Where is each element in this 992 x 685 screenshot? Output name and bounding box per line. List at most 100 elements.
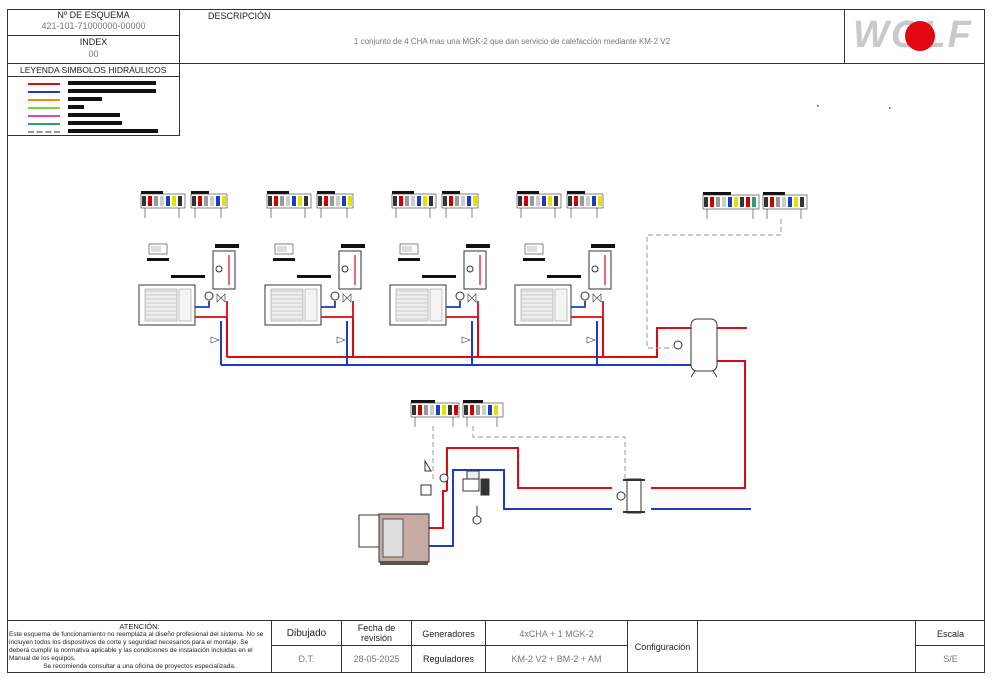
outdoor-unit-fan-grille xyxy=(270,288,304,322)
legend-swatch xyxy=(28,131,60,133)
panel-terminal xyxy=(704,197,708,207)
panel-terminal xyxy=(412,405,416,415)
panel-terminal xyxy=(318,196,322,206)
panel-terminal xyxy=(417,196,421,206)
outdoor-unit-panel xyxy=(304,288,318,322)
panel-terminal xyxy=(473,196,477,206)
panel-terminal xyxy=(470,405,474,415)
room-controller-display xyxy=(527,246,537,252)
heatpump-return-connector xyxy=(571,301,586,308)
legend-text-bar xyxy=(68,97,102,101)
panel-terminal xyxy=(710,197,714,207)
legend-swatch xyxy=(28,83,60,85)
regulators-value: KM-2 V2 + BM-2 + AM xyxy=(486,646,628,673)
panel-terminal xyxy=(274,196,278,206)
heatpump-label-bar xyxy=(422,275,456,278)
panel-terminal xyxy=(286,196,290,206)
hydraulic-diagram xyxy=(138,105,891,565)
scale-value: S/E xyxy=(943,654,958,664)
index-value: 00 xyxy=(88,49,99,59)
heatpump-flow-connector xyxy=(446,301,479,318)
panel-terminal xyxy=(172,196,176,206)
outdoor-unit-fan-grille xyxy=(395,288,429,322)
panel-terminal xyxy=(442,405,446,415)
panel-terminal xyxy=(764,197,768,207)
room-controller-label-bar xyxy=(398,258,420,261)
panel-terminal xyxy=(178,196,182,206)
panel-terminal xyxy=(148,196,152,206)
panel-terminal xyxy=(598,196,602,206)
valve-icon xyxy=(467,293,477,303)
panel-header-bar xyxy=(267,191,289,194)
legend-box: LEYENDA SIMBOLOS HIDRÁULICOS xyxy=(8,64,180,136)
panel-terminal xyxy=(482,405,486,415)
panel-terminal xyxy=(399,196,403,206)
panel-terminal xyxy=(298,196,302,206)
room-controller-label-bar xyxy=(147,258,169,261)
legend-swatch xyxy=(28,107,60,109)
revision-label: Fecha de revisión xyxy=(342,620,412,646)
panel-header-bar xyxy=(463,400,483,403)
heatpump-return-connector xyxy=(321,301,336,308)
panel-terminal xyxy=(166,196,170,206)
panel-terminal xyxy=(142,196,146,206)
configuration-label: Configuración xyxy=(628,620,698,673)
legend-row xyxy=(28,88,168,96)
legend-swatch xyxy=(28,91,60,93)
legend-row xyxy=(28,104,168,112)
outdoor-unit-panel xyxy=(429,288,443,322)
panel-terminal xyxy=(568,196,572,206)
panel-terminal xyxy=(734,197,738,207)
boiler-controller-panel xyxy=(410,400,460,427)
generators-label: Generadores xyxy=(412,620,486,646)
panel-terminal xyxy=(405,196,409,206)
hydro-module-label-bar xyxy=(591,244,615,248)
legend-swatch xyxy=(28,123,60,125)
pump-icon xyxy=(204,291,214,301)
room-controller-label-bar xyxy=(273,258,295,261)
index-cell: INDEX 00 xyxy=(8,36,180,64)
panel-header-bar xyxy=(317,191,335,194)
heatpump-flow-connector xyxy=(571,301,604,318)
heatpump-unit xyxy=(264,243,365,326)
panel-terminal xyxy=(449,196,453,206)
panel-terminal xyxy=(330,196,334,206)
heatpump-controller-panel xyxy=(516,191,562,218)
panel-terminal xyxy=(268,196,272,206)
panel-terminal xyxy=(580,196,584,206)
panel-header-bar xyxy=(392,191,414,194)
panel-terminal xyxy=(336,196,340,206)
panel-terminal xyxy=(443,196,447,206)
panel-terminal xyxy=(436,405,440,415)
hydro-module-gauge xyxy=(341,265,349,273)
footer-attention-cell: ATENCIÓN: Este esquema de funcionamiento… xyxy=(8,620,272,673)
panel-header-bar xyxy=(567,191,585,194)
panel-terminal xyxy=(716,197,720,207)
panel-terminal xyxy=(770,197,774,207)
panel-terminal xyxy=(722,197,726,207)
panel-terminal xyxy=(348,196,352,206)
check-valve-icon xyxy=(461,336,471,344)
panel-terminal xyxy=(304,196,308,206)
panel-terminal xyxy=(782,197,786,207)
panel-terminal xyxy=(524,196,528,206)
room-controller-display xyxy=(151,246,161,252)
heatpump-controller-panel xyxy=(391,191,437,218)
panel-terminal xyxy=(393,196,397,206)
panel-terminal xyxy=(324,196,328,206)
index-label: INDEX xyxy=(79,37,108,47)
attention-title: ATENCIÓN: xyxy=(119,622,160,631)
panel-terminal xyxy=(192,196,196,206)
heatpump-controller-panel xyxy=(266,191,312,218)
panel-terminal xyxy=(788,197,792,207)
panel-terminal xyxy=(204,196,208,206)
panel-terminal xyxy=(548,196,552,206)
panel-terminal xyxy=(430,405,434,415)
panel-terminal xyxy=(488,405,492,415)
panel-terminal-strip xyxy=(190,193,228,209)
legend-swatch xyxy=(28,115,60,117)
heatpump-controller-panel xyxy=(140,191,186,218)
heatpump-return-connector xyxy=(195,301,210,308)
panel-terminal xyxy=(752,197,756,207)
panel-terminal xyxy=(467,196,471,206)
